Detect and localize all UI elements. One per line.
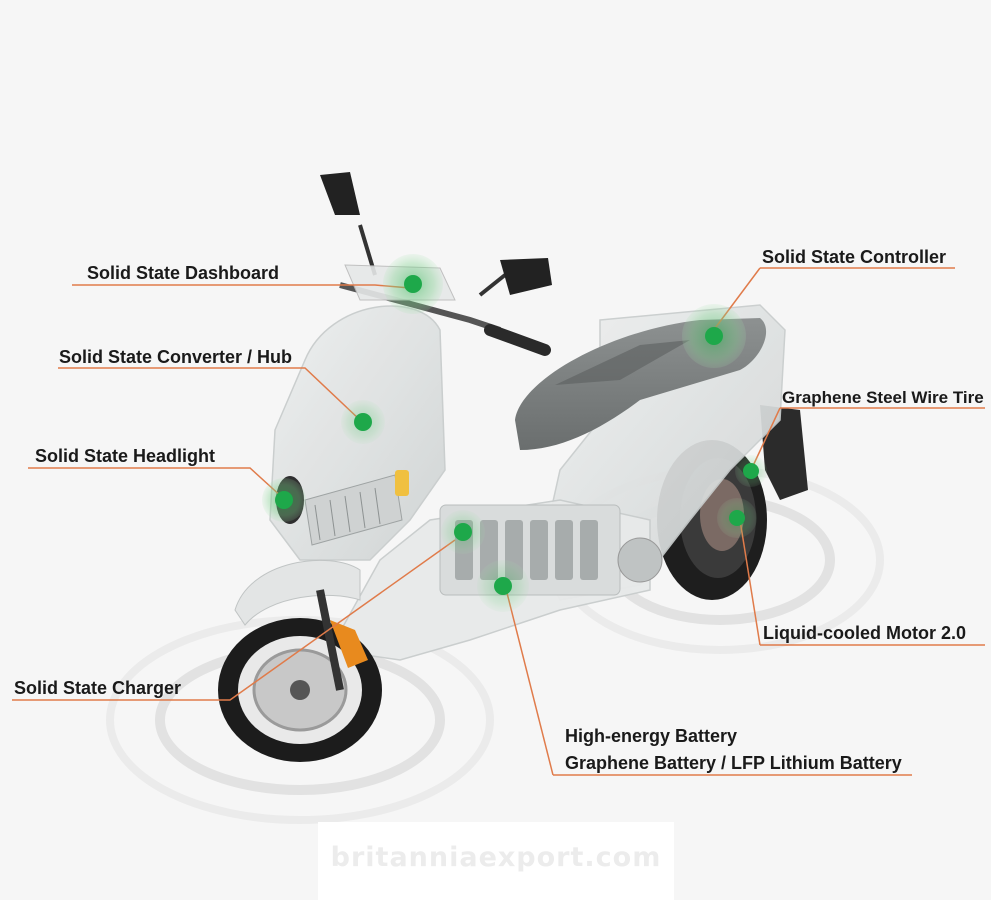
hotspot-charger[interactable] — [441, 510, 485, 554]
watermark: britanniaexport.com — [330, 842, 662, 873]
hotspot-battery[interactable] — [477, 560, 529, 612]
hotspot-tire[interactable] — [735, 455, 767, 487]
label-controller: Solid State Controller — [762, 247, 947, 267]
hotspot-converter[interactable] — [341, 400, 385, 444]
hotspot-headlight[interactable] — [262, 478, 306, 522]
watermark-backdrop — [318, 822, 674, 900]
label-dashboard: Solid State Dashboard — [87, 263, 280, 283]
label-motor: Liquid-cooled Motor 2.0 — [763, 623, 966, 643]
hotspot-dashboard[interactable] — [383, 254, 443, 314]
label-battery-line2: Graphene Battery / LFP Lithium Battery — [565, 753, 902, 773]
hotspot-motor[interactable] — [717, 498, 757, 538]
label-tire: Graphene Steel Wire Tire — [782, 388, 984, 407]
label-charger: Solid State Charger — [14, 678, 182, 698]
hotspot-controller[interactable] — [682, 304, 746, 368]
label-battery-line1: High-energy Battery — [565, 726, 738, 746]
front-wheel — [218, 589, 382, 762]
label-headlight: Solid State Headlight — [35, 446, 216, 466]
label-converter: Solid State Converter / Hub — [59, 347, 293, 367]
